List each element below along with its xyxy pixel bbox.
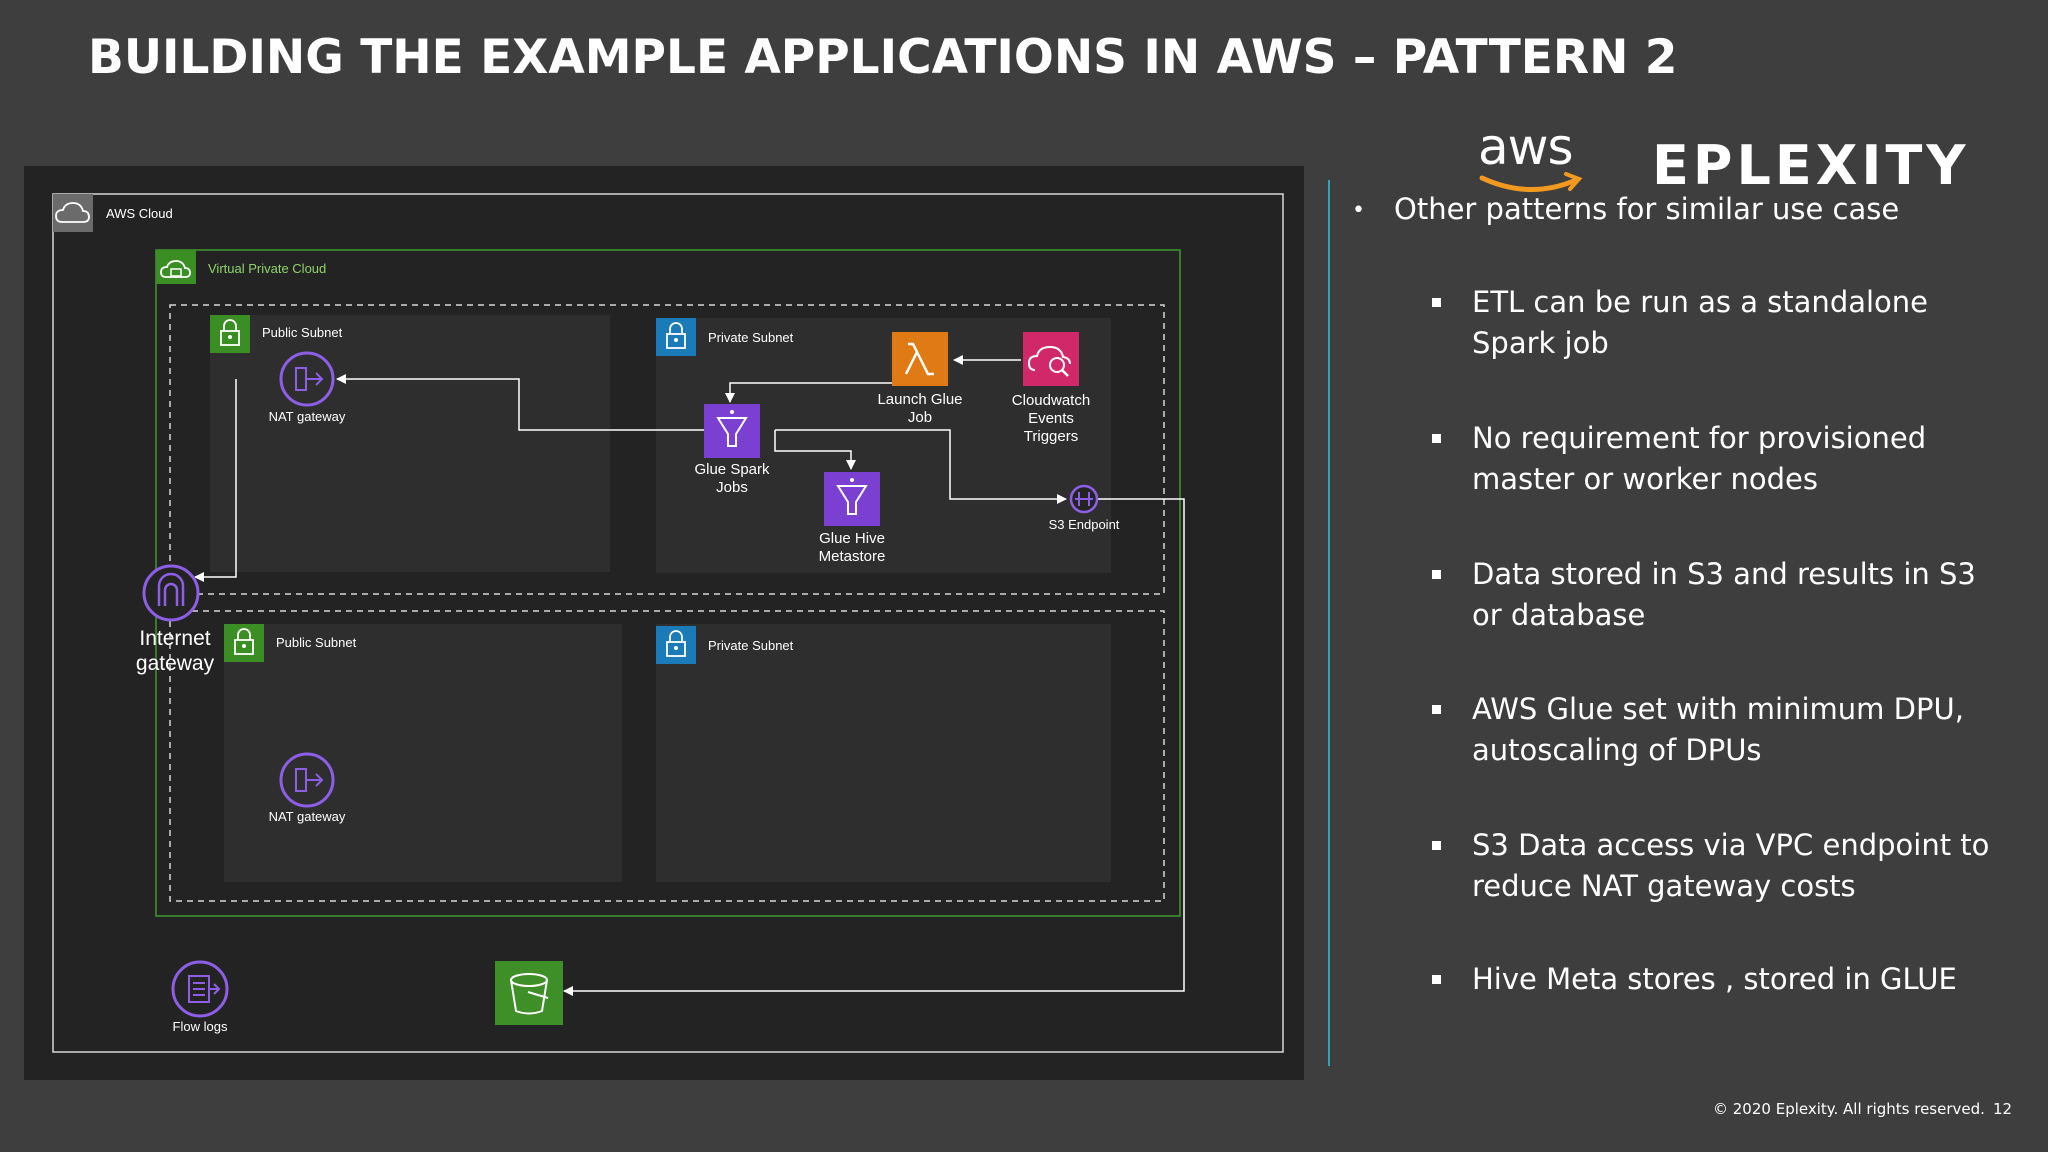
glue-spark-jobs-icon <box>704 404 760 458</box>
square-bullet-icon <box>1432 705 1441 714</box>
connector-nat-to-igw <box>194 379 237 582</box>
main-bullet: •Other patterns for similar use case <box>1352 190 2012 230</box>
internet-gateway-icon <box>142 564 200 622</box>
glue-hive-metastore-icon <box>824 472 880 526</box>
public-subnet-1-lock-icon <box>210 315 250 353</box>
public-subnet-1 <box>210 315 610 572</box>
public-subnet-2-lock-icon <box>224 624 264 662</box>
public-subnet-1-label: Public Subnet <box>262 325 343 340</box>
aws-smile-icon <box>1479 172 1583 192</box>
flow-logs-icon <box>171 960 229 1018</box>
nat-gateway-1-icon <box>279 351 335 407</box>
list-item: AWS Glue set with minimum DPU,autoscalin… <box>1432 689 2012 771</box>
internet-gateway-label: Internet gateway <box>135 627 215 675</box>
diagram-canvas <box>52 193 1284 1053</box>
lambda-icon <box>892 332 948 386</box>
slide-title: BUILDING THE EXAMPLE APPLICATIONS IN AWS… <box>88 30 1678 85</box>
square-bullet-icon <box>1432 570 1441 579</box>
architecture-diagram: AWS Cloud Virtual Private Cloud Public S… <box>24 166 1304 1080</box>
availability-zone-1 <box>169 304 1165 595</box>
private-subnet-2-lock-icon <box>656 626 696 664</box>
availability-zone-2 <box>169 610 1165 902</box>
flow-logs-label: Flow logs <box>172 1019 228 1034</box>
cloudwatch-label: Cloudwatch Events Triggers <box>1011 392 1091 445</box>
connector-glue-to-s3-endpoint <box>775 429 1067 504</box>
glue-hive-metastore-label: Glue Hive Metastore <box>818 530 886 565</box>
aws-cloud-label: AWS Cloud <box>106 206 173 221</box>
private-subnet-1-label: Private Subnet <box>708 330 794 345</box>
aws-logo: aws <box>1478 118 1583 192</box>
s3-endpoint-label: S3 Endpoint <box>1048 517 1120 532</box>
private-subnet-2-label: Private Subnet <box>708 638 794 653</box>
square-bullet-icon <box>1432 975 1441 984</box>
vpc-icon <box>156 250 196 284</box>
page-number: 12 <box>1993 1100 2013 1118</box>
connector-endpoint-to-s3 <box>563 498 1185 996</box>
public-subnet-2 <box>224 624 622 882</box>
nat-gateway-1-label: NAT gateway <box>268 409 346 424</box>
vertical-divider <box>1328 180 1330 1066</box>
bullet-dot-icon: • <box>1352 198 1365 223</box>
square-bullet-icon <box>1432 434 1441 443</box>
list-item: Hive Meta stores , stored in GLUE <box>1432 959 2012 1000</box>
private-subnet-2 <box>656 624 1111 882</box>
nat-gateway-2-label: NAT gateway <box>268 809 346 824</box>
eplexity-logo: EPLEXITY <box>1652 134 1970 197</box>
square-bullet-icon <box>1432 298 1441 307</box>
s3-bucket-icon <box>495 961 563 1025</box>
nat-gateway-2-icon <box>279 752 335 808</box>
private-subnet-1-lock-icon <box>656 318 696 356</box>
aws-cloud-boundary <box>52 193 1284 1053</box>
vpc-label: Virtual Private Cloud <box>208 261 327 276</box>
connectors <box>194 355 1185 996</box>
s3-endpoint-icon <box>1069 484 1099 514</box>
square-bullet-icon <box>1432 841 1441 850</box>
launch-glue-job-label: Launch Glue Job <box>877 391 963 426</box>
connector-glue-to-nat <box>336 374 744 431</box>
connector-glue-to-hive <box>774 430 856 470</box>
public-subnet-2-label: Public Subnet <box>276 635 357 650</box>
aws-cloud-icon <box>53 194 93 232</box>
copyright-text: © 2020 Eplexity. All rights reserved. <box>1713 1100 1985 1118</box>
cloudwatch-icon <box>1023 332 1079 386</box>
glue-spark-jobs-label: Glue Spark Jobs <box>694 461 770 496</box>
